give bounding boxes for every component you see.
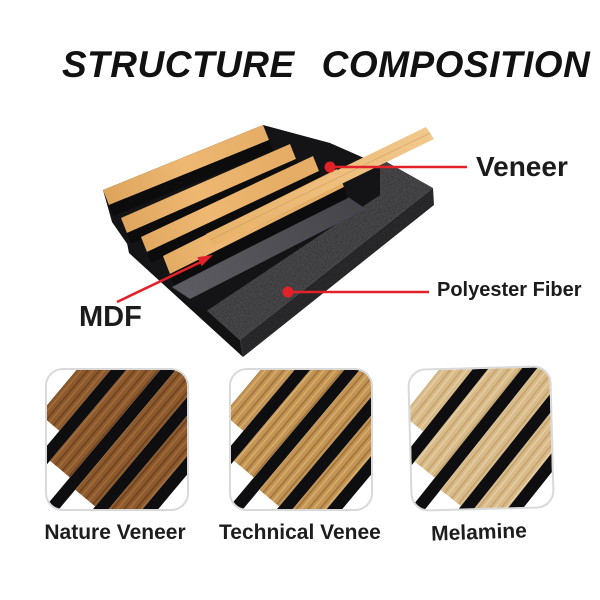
sample-label-technical-veneer: Technical Venee xyxy=(219,521,381,544)
page-title: STRUCTURE COMPOSITION xyxy=(62,44,590,86)
sample-card-nature-veneer xyxy=(45,368,189,511)
detached-veneer-strip xyxy=(206,127,434,246)
polyester-fiber-label: Polyester Fiber xyxy=(437,279,582,301)
mdf-callout-line xyxy=(116,259,204,304)
title-word-structure: STRUCTURE xyxy=(62,44,295,85)
veneer-label: Veneer xyxy=(476,151,568,182)
mdf-callout-arrowhead-icon xyxy=(197,255,213,267)
callout-marks xyxy=(116,161,467,304)
nature-veneer-swatch xyxy=(47,370,187,509)
veneer-slats xyxy=(103,125,348,285)
polyester-callout-dot xyxy=(282,286,294,298)
mdf-label: MDF xyxy=(79,301,142,333)
sample-label-nature-veneer: Nature Veneer xyxy=(44,521,186,544)
sample-card-melamine xyxy=(407,365,555,512)
technical-veneer-swatch xyxy=(231,370,371,509)
title-word-composition: COMPOSITION xyxy=(321,44,591,85)
sample-card-technical-veneer xyxy=(229,368,373,511)
melamine-swatch xyxy=(409,367,553,511)
veneer-callout-dot xyxy=(324,161,336,173)
